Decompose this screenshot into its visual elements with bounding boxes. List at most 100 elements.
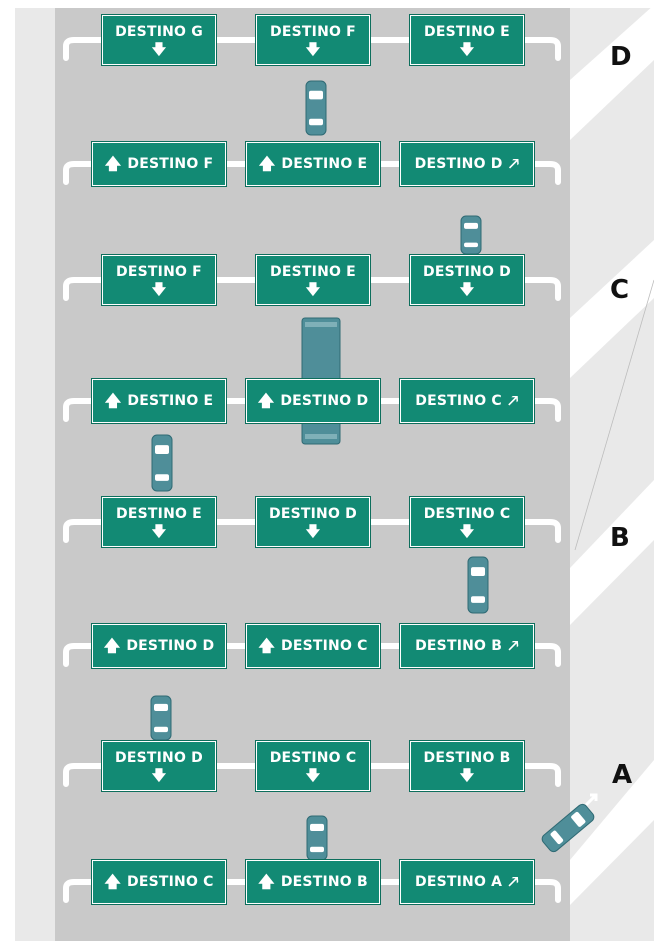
arrow-down-icon: 🡇 xyxy=(411,525,523,539)
direction-sign: 🡅 DESTINO C xyxy=(246,624,380,668)
exit-label-c: C xyxy=(610,275,629,305)
sign-text: DESTINO C xyxy=(127,874,214,890)
sign-text: DESTINO E xyxy=(424,24,510,40)
vehicles xyxy=(151,81,596,860)
arrow-down-icon: 🡇 xyxy=(103,43,215,57)
arrow-down-icon: 🡇 xyxy=(411,769,523,783)
direction-sign: DESTINO F 🡇 xyxy=(256,15,370,65)
arrow-down-icon: 🡇 xyxy=(257,43,369,57)
car-rear-window xyxy=(154,727,168,732)
car-icon xyxy=(461,216,481,254)
sign-text: DESTINO C xyxy=(270,750,357,766)
car-windshield xyxy=(154,704,168,711)
car-body xyxy=(152,435,172,491)
direction-sign: 🡅DESTINO B xyxy=(246,860,380,904)
car-windshield xyxy=(471,567,485,576)
direction-sign: DESTINO C 🡕 xyxy=(400,379,534,423)
sign-text: DESTINO D xyxy=(126,638,214,654)
car-windshield xyxy=(310,824,324,831)
direction-sign: DESTINO B 🡕 xyxy=(400,624,534,668)
sign-text: DESTINO B xyxy=(424,750,511,766)
sign-text: DESTINO C xyxy=(281,638,368,654)
sign-text: DESTINO E xyxy=(127,393,213,409)
exit-label-d: D xyxy=(610,42,632,72)
direction-sign: 🡅 DESTINO D xyxy=(246,379,380,423)
car-icon xyxy=(306,81,326,135)
arrow-exit-icon: 🡕 xyxy=(509,156,520,172)
sign-text: DESTINO E xyxy=(270,264,356,280)
direction-sign: DESTINO D🡇 xyxy=(102,741,216,791)
sign-text: DESTINO E xyxy=(116,506,202,522)
arrow-exit-icon: 🡕 xyxy=(508,393,519,409)
arrow-up-icon: 🡅 xyxy=(258,638,275,654)
car-rear-window xyxy=(471,596,485,603)
car-icon xyxy=(151,696,171,740)
direction-sign: 🡅 DESTINO F xyxy=(92,142,226,186)
direction-sign: 🡅 DESTINO E xyxy=(92,379,226,423)
arrow-down-icon: 🡇 xyxy=(411,283,523,297)
car-windshield xyxy=(464,223,478,229)
arrow-up-icon: 🡅 xyxy=(259,156,276,172)
sign-text: DESTINO F xyxy=(116,264,202,280)
direction-sign: DESTINO B 🡇 xyxy=(410,741,524,791)
car-body xyxy=(468,557,488,613)
exit-label-b: B xyxy=(610,523,630,553)
car-body xyxy=(307,816,327,860)
car-rear-window xyxy=(310,847,324,852)
car-icon xyxy=(468,557,488,613)
sign-text: DESTINO D xyxy=(280,393,368,409)
sign-text: DESTINO G xyxy=(115,24,203,40)
sign-text: DESTINO D xyxy=(115,750,203,766)
direction-sign: DESTINO D🡕 xyxy=(400,142,534,186)
exit-ramp xyxy=(570,240,654,378)
car-icon xyxy=(152,435,172,491)
exit-arrow-icon xyxy=(586,795,596,805)
sign-text: DESTINO E xyxy=(281,156,367,172)
car-windshield xyxy=(155,445,169,454)
car-windshield xyxy=(309,91,323,100)
arrow-up-icon: 🡅 xyxy=(105,156,122,172)
direction-sign: DESTINO E 🡇 xyxy=(256,255,370,305)
sign-text: DESTINO A xyxy=(415,874,502,890)
car-rear-window xyxy=(309,119,323,125)
direction-sign: 🡅 DESTINO D xyxy=(92,624,226,668)
arrow-down-icon: 🡇 xyxy=(257,283,369,297)
direction-sign: DESTINO E 🡇 xyxy=(410,15,524,65)
arrow-up-icon: 🡅 xyxy=(104,638,121,654)
direction-sign: DESTINO A 🡕 xyxy=(400,860,534,904)
car-rear-window xyxy=(155,474,169,481)
arrow-down-icon: 🡇 xyxy=(257,525,369,539)
sign-text: DESTINO B xyxy=(415,638,502,654)
direction-sign: DESTINO G 🡇 xyxy=(102,15,216,65)
car-icon xyxy=(307,816,327,860)
exit-label-a: A xyxy=(612,760,632,790)
car-body xyxy=(461,216,481,254)
sign-text: DESTINO C xyxy=(424,506,511,522)
direction-sign: 🡅 DESTINO E xyxy=(246,142,380,186)
direction-sign: DESTINO E 🡇 xyxy=(102,497,216,547)
car-body xyxy=(306,81,326,135)
exit-ramp xyxy=(570,5,654,140)
arrow-up-icon: 🡅 xyxy=(258,874,275,890)
sign-text: DESTINO C xyxy=(415,393,502,409)
arrow-up-icon: 🡅 xyxy=(258,393,275,409)
arrow-down-icon: 🡇 xyxy=(103,525,215,539)
bus-window xyxy=(305,322,337,327)
direction-sign: DESTINO F🡇 xyxy=(102,255,216,305)
sign-text: DESTINO F xyxy=(127,156,213,172)
arrow-up-icon: 🡅 xyxy=(105,393,122,409)
bus-window xyxy=(305,434,337,439)
arrow-up-icon: 🡅 xyxy=(104,874,121,890)
sign-text: DESTINO D xyxy=(269,506,357,522)
arrow-exit-icon: 🡕 xyxy=(508,638,519,654)
direction-sign: 🡅 DESTINO C xyxy=(92,860,226,904)
car-body xyxy=(151,696,171,740)
arrow-down-icon: 🡇 xyxy=(411,43,523,57)
sign-text: DESTINO F xyxy=(270,24,356,40)
car-rear-window xyxy=(464,243,478,248)
direction-sign: DESTINO D 🡇 xyxy=(410,255,524,305)
arrow-exit-icon: 🡕 xyxy=(508,874,519,890)
arrow-down-icon: 🡇 xyxy=(257,769,369,783)
sign-text: DESTINO D xyxy=(423,264,511,280)
